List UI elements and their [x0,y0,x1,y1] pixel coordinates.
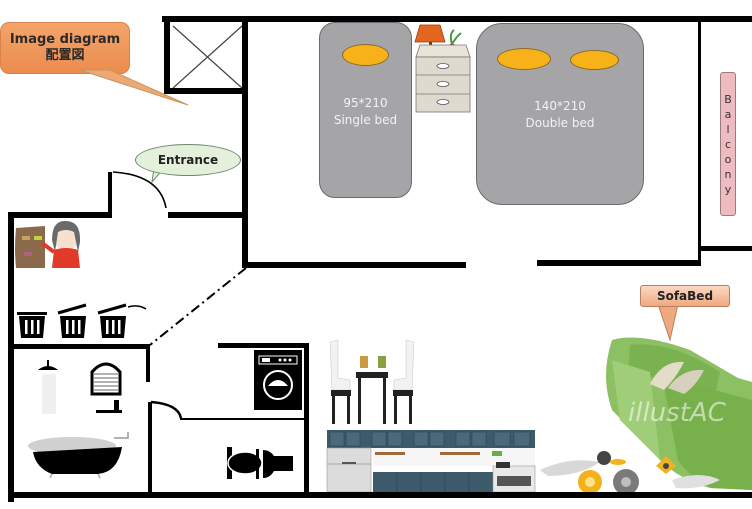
storage-closet-x-icon [172,25,243,89]
double-bed-size: 140*210 [534,99,586,113]
shower-icon [38,360,58,414]
wall-bath-right-lower [148,402,152,498]
balcony-letter: a [724,107,732,121]
entrance-door-arc [112,171,167,209]
dining-table-chairs-icon [329,339,415,424]
wall-balcony-divider [698,18,701,266]
balcony-letter: B [724,92,732,106]
callout-title: Image diagram [9,32,121,47]
closet-wall-bottom [164,88,246,94]
kitchen-counter-icon [326,430,536,493]
shoe-rack-girl-icon [15,220,81,268]
wall-entry-top-left [8,212,112,218]
entrance-label: Entrance [157,153,219,167]
wall-entry-top-right [168,212,246,218]
wall-bottom [8,492,752,498]
double-bed-label: Double bed [525,116,595,130]
balcony-letter: y [724,182,732,196]
illustac-watermark: illustAC [628,398,726,428]
wall-balcony-bottom [700,246,752,251]
trash-bin-icon [17,312,47,338]
wall-laundry-top [218,343,308,348]
washing-machine-icon [254,350,302,410]
trash-bin-icon [97,303,147,338]
balcony-letter: n [724,167,732,181]
pillow [497,48,551,70]
double-bed: 140*210 Double bed [476,23,644,205]
callout-tail [79,69,189,106]
entrance-bubble: Entrance [135,144,241,176]
wall-top [162,16,752,22]
pillow [570,50,619,70]
wall-bedroom-bottom-right [537,260,701,266]
single-bed-size: 95*210 [343,96,388,110]
pillow [342,44,389,66]
callout-subtitle: 配置図 [45,48,85,63]
sofabed-label: SofaBed [656,289,714,303]
sofabed-callout: SofaBed [640,285,730,307]
bathroom-door-arc [150,400,183,419]
nightstand-lamp-icon [414,24,471,113]
single-bed: 95*210 Single bed [319,22,412,198]
wall-toilet-top [180,418,306,420]
window-blind-icon [90,362,122,413]
image-diagram-callout: Image diagram 配置図 [0,22,130,74]
balcony-label: B a l c o n y [720,72,736,216]
wall-entrance-left [108,172,112,218]
wall-bedroom-bottom-left [242,262,466,268]
wall-bath-right-upper [146,344,150,382]
trash-bin-icon [57,303,87,338]
sofa-icon [606,337,752,490]
wall-bedroom-left [242,22,248,268]
wall-bath-top [8,344,150,349]
open-partition-line [149,267,247,346]
wall-laundry-right [304,343,309,498]
single-bed-label: Single bed [333,113,398,127]
balcony-letter: l [726,122,730,136]
balcony-letter: o [724,152,732,166]
flowers-decor-icon [540,451,720,495]
toilet-icon [227,447,293,479]
bathtub-icon [28,432,129,479]
closet-wall-left [164,16,170,94]
sofabed-callout-tail [657,304,679,342]
wall-left [8,212,14,502]
balcony-letter: c [724,137,732,151]
